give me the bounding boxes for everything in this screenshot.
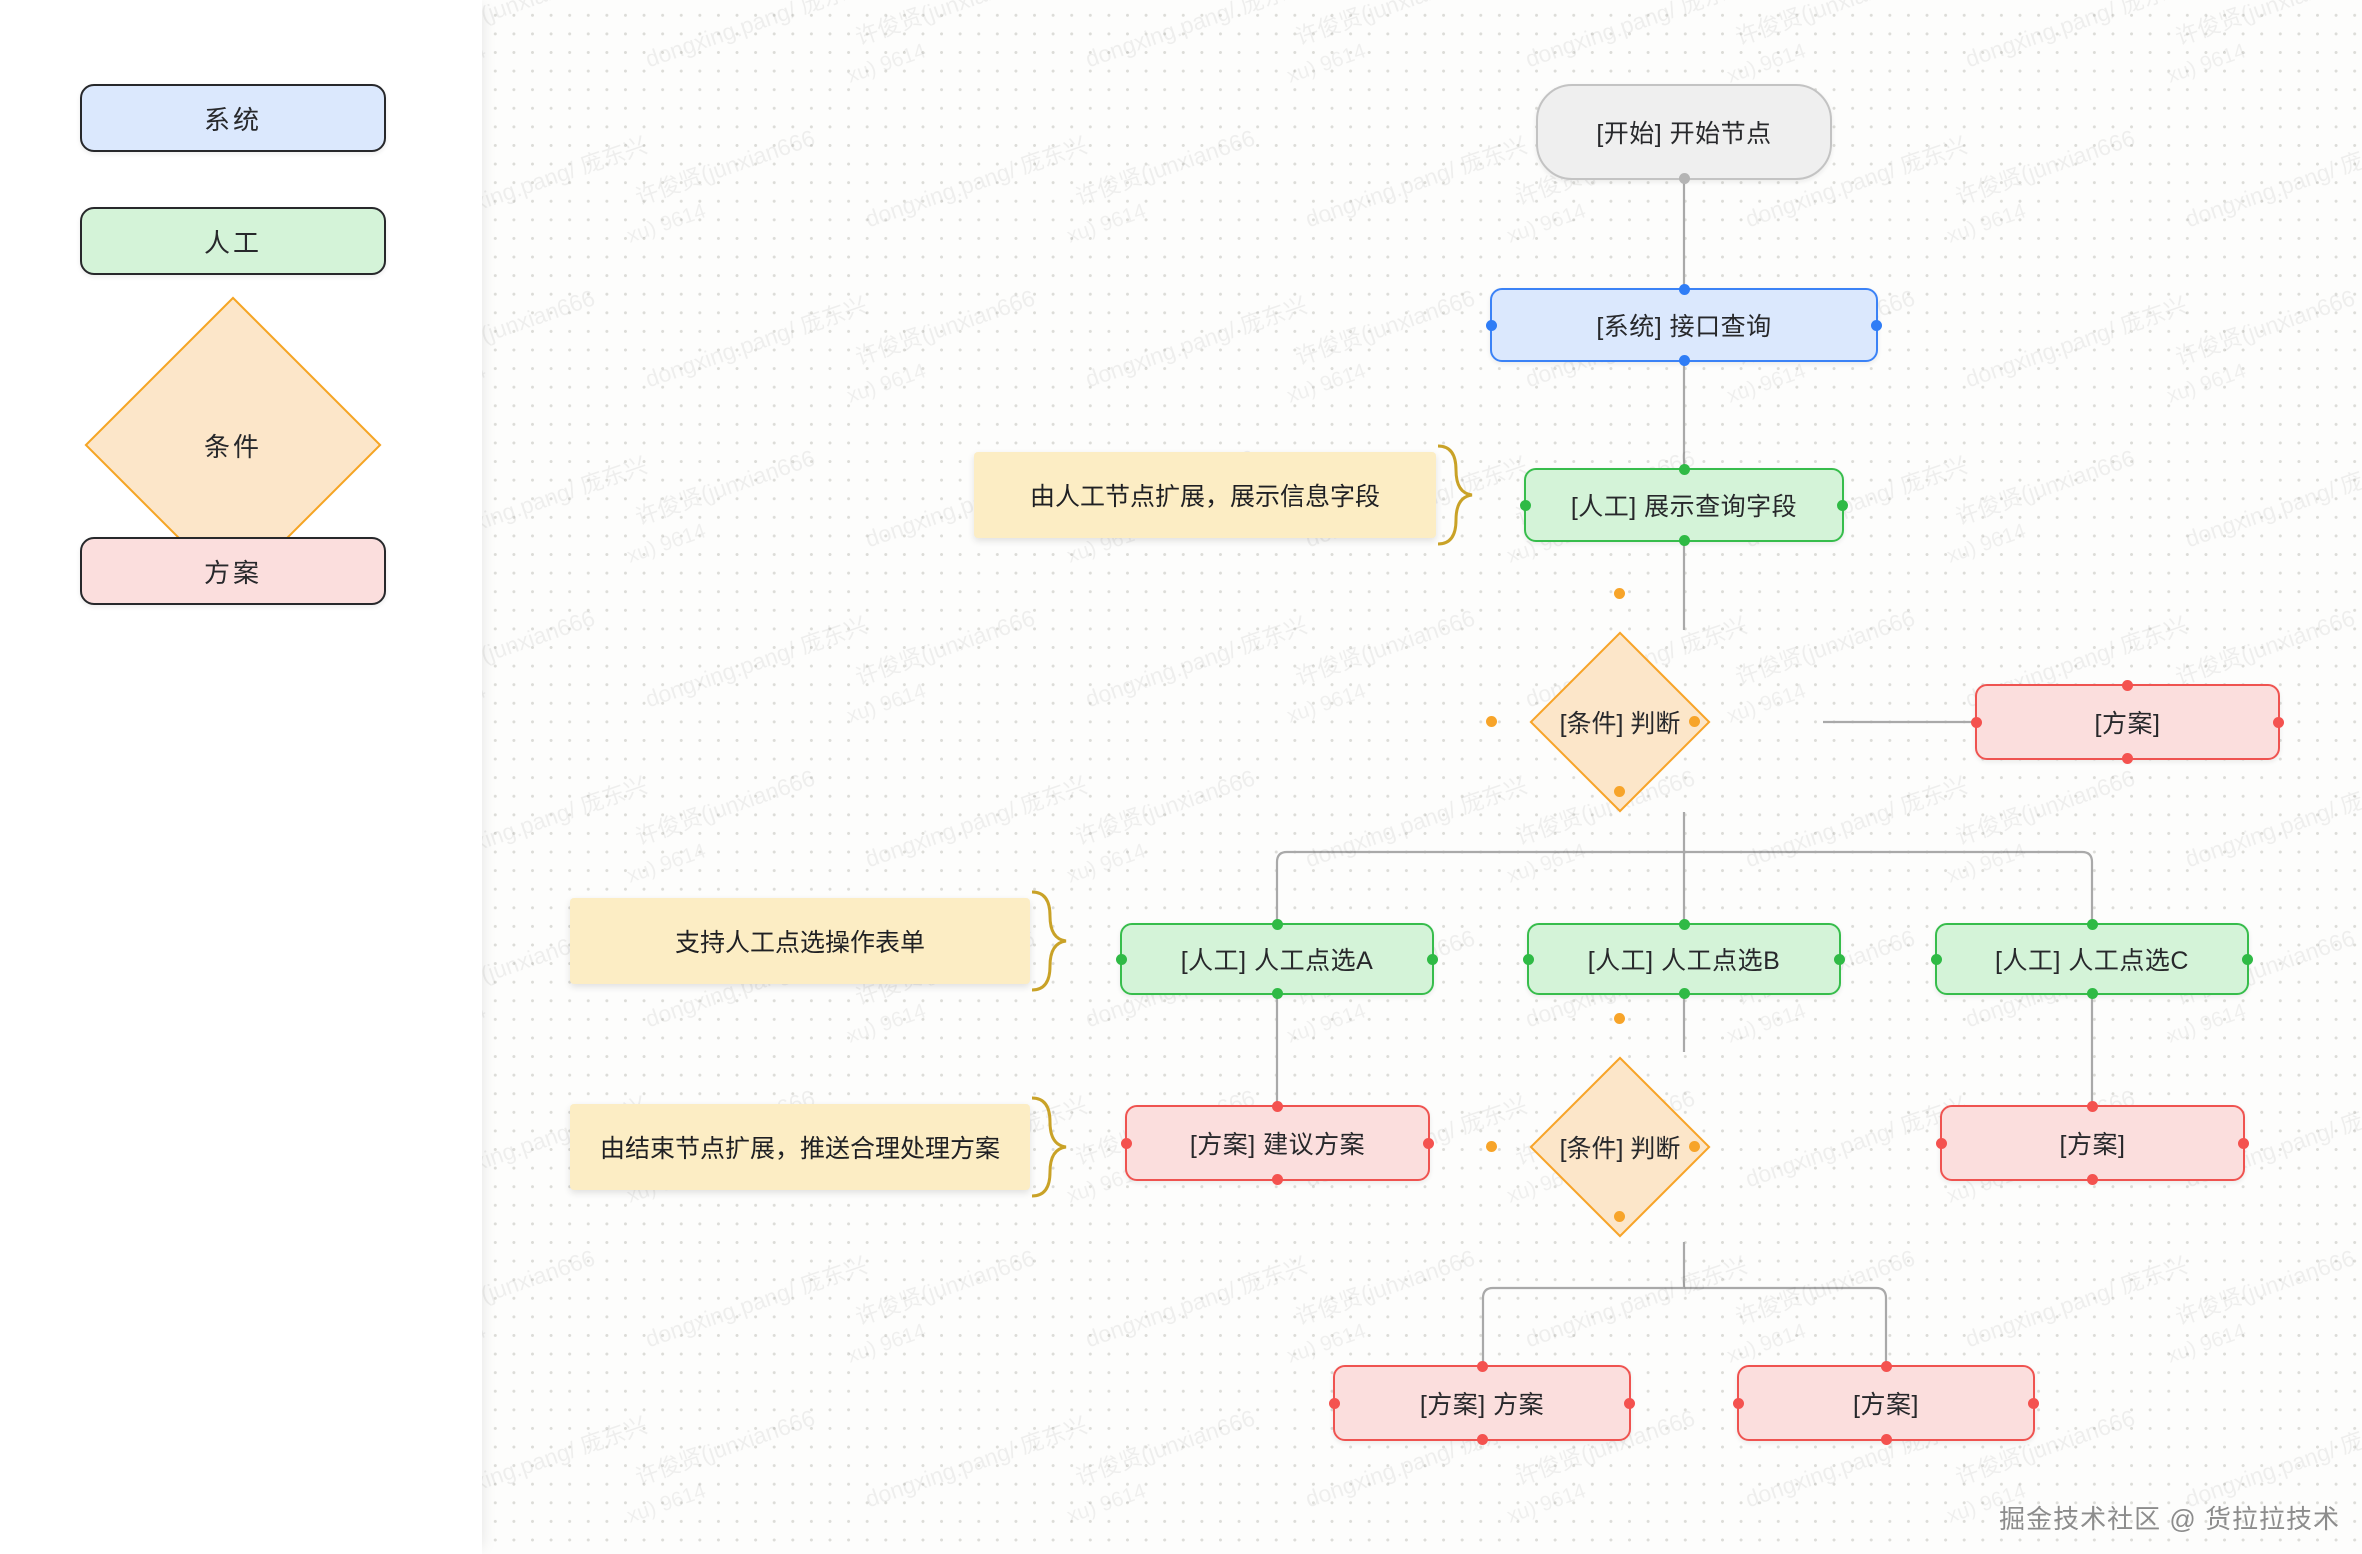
port-right[interactable] [1624, 1397, 1635, 1409]
flow-node-plan-c[interactable]: [方案] [1936, 1101, 2249, 1185]
port-bottom[interactable] [1678, 535, 1690, 546]
footer-credit: 掘金技术社区 @ 货拉拉技术 [1999, 1504, 2340, 1534]
flow-node-condition-1-label: [条件] 判断 [1559, 710, 1681, 738]
port-top[interactable] [2087, 1101, 2098, 1112]
flow-node-plan-b1[interactable]: [方案] 方案 [1329, 1361, 1635, 1445]
flow-node-plan-right-label: [方案] [2094, 710, 2161, 738]
port-bottom[interactable] [1678, 988, 1690, 999]
port-left[interactable] [1121, 1137, 1132, 1149]
legend-label-manual: 人工 [203, 227, 262, 258]
port-right[interactable] [1837, 499, 1848, 511]
port-right[interactable] [1689, 1141, 1700, 1152]
flow-node-manual-c-label: [人工] 人工点选C [1995, 947, 2189, 975]
port-top[interactable] [1476, 1361, 1488, 1372]
callout-brace-1 [1437, 444, 1473, 546]
port-bottom[interactable] [1476, 1434, 1488, 1445]
port-left[interactable] [1523, 953, 1534, 965]
flow-node-plan-c-label: [方案] [2059, 1131, 2126, 1159]
port-right[interactable] [2028, 1397, 2039, 1409]
port-top[interactable] [1271, 919, 1283, 930]
legend-panel: 系统 人工 条件 方案 [0, 0, 482, 1554]
flow-node-plan-b2[interactable]: [方案] [1733, 1361, 2039, 1445]
callout-note-1-text: 由人工节点扩展，展示信息字段 [1029, 483, 1380, 511]
flow-node-sys-query-label: [系统] 接口查询 [1596, 313, 1772, 341]
port-right[interactable] [2238, 1137, 2249, 1149]
legend-label-condition: 条件 [203, 431, 262, 462]
callout-brace-2 [1031, 890, 1067, 992]
port-right[interactable] [1834, 953, 1845, 965]
port-right[interactable] [2242, 953, 2253, 965]
flow-node-show-fields-label: [人工] 展示查询字段 [1570, 493, 1798, 521]
flow-node-plan-b2-label: [方案] [1853, 1391, 1919, 1419]
port-left[interactable] [1486, 1141, 1497, 1152]
flow-node-manual-c[interactable]: [人工] 人工点选C [1931, 919, 2253, 999]
port-top[interactable] [1678, 464, 1690, 475]
port-top[interactable] [1880, 1361, 1892, 1372]
callout-note-1[interactable]: 由人工节点扩展，展示信息字段 [974, 452, 1436, 538]
callout-note-2-text: 支持人工点选操作表单 [674, 929, 925, 957]
port-bottom[interactable] [1678, 173, 1690, 184]
callout-note-3-text: 由结束节点扩展，推送合理处理方案 [599, 1135, 1000, 1163]
legend-label-system: 系统 [203, 104, 262, 135]
port-bottom[interactable] [1614, 786, 1625, 797]
port-bottom[interactable] [1678, 355, 1690, 366]
flow-node-show-fields[interactable]: [人工] 展示查询字段 [1520, 464, 1848, 546]
port-left[interactable] [1329, 1397, 1340, 1409]
port-bottom[interactable] [1880, 1434, 1892, 1445]
flow-node-start-label: [开始] 开始节点 [1596, 120, 1772, 148]
port-right[interactable] [1423, 1137, 1434, 1149]
callout-note-3[interactable]: 由结束节点扩展，推送合理处理方案 [570, 1104, 1030, 1190]
port-bottom[interactable] [2122, 753, 2133, 764]
port-top[interactable] [1614, 588, 1625, 599]
port-left[interactable] [1486, 319, 1497, 331]
flow-node-start[interactable]: [开始] 开始节点 [1536, 84, 1832, 184]
flow-node-manual-b-label: [人工] 人工点选B [1587, 947, 1781, 975]
port-left[interactable] [1931, 953, 1942, 965]
port-left[interactable] [1116, 953, 1127, 965]
port-left[interactable] [1486, 716, 1497, 727]
port-right[interactable] [2273, 716, 2284, 728]
port-bottom[interactable] [1272, 1174, 1283, 1185]
diagram-canvas[interactable] [482, 0, 2362, 1554]
port-top[interactable] [1614, 1013, 1625, 1024]
port-bottom[interactable] [2086, 988, 2098, 999]
flow-node-condition-1[interactable]: [条件] 判断 [1486, 588, 1711, 813]
legend-item-system[interactable]: 系统 [80, 84, 386, 152]
port-left[interactable] [1936, 1137, 1947, 1149]
port-right[interactable] [1427, 953, 1438, 965]
flow-node-plan-suggest-label: [方案] 建议方案 [1189, 1131, 1366, 1159]
port-bottom[interactable] [1614, 1211, 1625, 1222]
legend-item-manual[interactable]: 人工 [80, 207, 386, 275]
legend-item-plan[interactable]: 方案 [80, 537, 386, 605]
flow-node-plan-b1-label: [方案] 方案 [1419, 1391, 1545, 1419]
port-right[interactable] [1689, 716, 1700, 727]
flow-node-condition-2-label: [条件] 判断 [1559, 1135, 1681, 1163]
flow-node-sys-query[interactable]: [系统] 接口查询 [1486, 284, 1882, 366]
port-right[interactable] [1871, 319, 1882, 331]
port-left[interactable] [1733, 1397, 1744, 1409]
port-top[interactable] [1678, 919, 1690, 930]
flow-node-plan-right[interactable]: [方案] [1971, 680, 2284, 764]
flow-node-manual-a[interactable]: [人工] 人工点选A [1116, 919, 1438, 999]
port-top[interactable] [1678, 284, 1690, 295]
port-bottom[interactable] [2087, 1174, 2098, 1185]
callout-note-2[interactable]: 支持人工点选操作表单 [570, 898, 1030, 984]
flow-node-plan-suggest[interactable]: [方案] 建议方案 [1121, 1101, 1434, 1185]
port-top[interactable] [1272, 1101, 1283, 1112]
legend-item-condition[interactable]: 条件 [84, 296, 382, 594]
flow-node-manual-a-label: [人工] 人工点选A [1180, 947, 1374, 975]
port-top[interactable] [2086, 919, 2098, 930]
port-bottom[interactable] [1271, 988, 1283, 999]
legend-label-plan: 方案 [203, 557, 262, 588]
port-top[interactable] [2122, 680, 2133, 691]
port-left[interactable] [1971, 716, 1982, 728]
flow-node-condition-2[interactable]: [条件] 判断 [1486, 1013, 1711, 1238]
port-left[interactable] [1520, 499, 1531, 511]
flow-node-manual-b[interactable]: [人工] 人工点选B [1523, 919, 1845, 999]
callout-brace-3 [1031, 1096, 1067, 1198]
